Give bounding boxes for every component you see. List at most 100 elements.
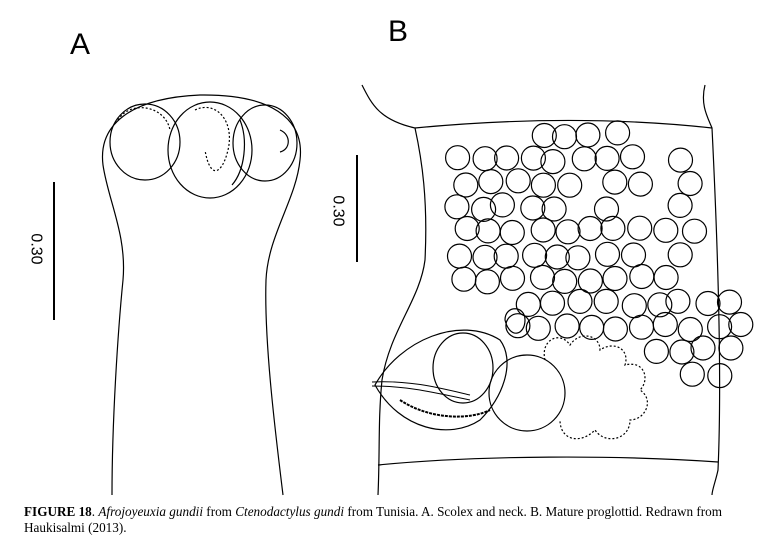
- testis: [499, 265, 526, 291]
- testis: [525, 315, 551, 341]
- scale-label-a: 0.30: [27, 233, 45, 265]
- testis: [681, 218, 708, 244]
- testis: [453, 172, 479, 198]
- testis: [515, 291, 541, 317]
- sucker-left: [109, 103, 181, 181]
- testis: [493, 243, 519, 269]
- testis: [446, 243, 473, 269]
- testis: [669, 339, 695, 365]
- testis: [530, 217, 556, 243]
- testis: [541, 196, 567, 222]
- caption-text: from: [203, 504, 236, 519]
- testis: [621, 293, 647, 319]
- figure-drawing: [53, 84, 754, 496]
- testis: [472, 244, 498, 270]
- testis: [620, 242, 647, 268]
- testis: [643, 338, 670, 364]
- testis: [667, 242, 693, 268]
- panel-label-a: A: [70, 28, 91, 61]
- testis: [679, 361, 705, 387]
- ovary: [543, 335, 648, 440]
- testis: [555, 219, 581, 245]
- species-name: Afrojoyeuxia gundii: [98, 504, 203, 519]
- sucker-center: [167, 101, 253, 199]
- testis: [690, 335, 716, 361]
- testis: [505, 168, 531, 194]
- testis: [472, 146, 498, 172]
- testis: [531, 122, 557, 149]
- testis: [454, 215, 480, 242]
- testis: [540, 149, 566, 175]
- testis: [474, 269, 500, 295]
- testis: [619, 144, 646, 170]
- testis: [444, 194, 470, 220]
- testis: [552, 268, 578, 294]
- testis: [565, 245, 591, 271]
- testis: [530, 172, 557, 198]
- seminal-receptacle: [488, 354, 566, 432]
- testis: [718, 335, 744, 361]
- proglottid-drawing: [361, 84, 754, 496]
- host-name: Ctenodactylus gundi: [235, 504, 345, 519]
- testis: [520, 195, 546, 221]
- testis: [554, 313, 580, 339]
- testes: [444, 120, 754, 389]
- cirrus-sac: [371, 329, 508, 431]
- testis: [647, 292, 673, 318]
- testis: [489, 192, 515, 218]
- testis: [667, 192, 693, 218]
- testis: [505, 313, 531, 339]
- testis: [653, 264, 679, 291]
- testis: [529, 264, 556, 290]
- testis: [445, 145, 471, 171]
- testis: [604, 120, 631, 146]
- testis: [667, 147, 694, 173]
- testis: [577, 268, 604, 294]
- testis: [707, 363, 733, 389]
- testis: [600, 215, 626, 241]
- figure-caption: FIGURE 18. Afrojoyeuxia gundii from Cten…: [24, 504, 769, 536]
- testis: [471, 196, 497, 222]
- testis: [520, 145, 547, 171]
- testis: [451, 266, 477, 292]
- testis: [677, 170, 703, 197]
- testis: [478, 169, 504, 195]
- testis: [557, 172, 583, 198]
- testis: [594, 145, 620, 171]
- figure-number: FIGURE 18: [24, 504, 92, 519]
- testis: [677, 316, 703, 343]
- sucker-right: [232, 104, 298, 182]
- testis: [539, 290, 566, 316]
- testis: [544, 244, 570, 270]
- testis: [602, 169, 628, 195]
- testis: [665, 288, 691, 314]
- testis: [627, 215, 653, 241]
- testis: [575, 122, 601, 148]
- testis: [716, 289, 743, 315]
- scale-label-b: 0.30: [329, 195, 347, 227]
- testis: [567, 288, 593, 314]
- testis: [571, 146, 597, 172]
- testis: [499, 219, 525, 246]
- testis: [594, 241, 621, 267]
- testis: [494, 145, 520, 171]
- panel-label-b: B: [388, 15, 409, 48]
- testis: [706, 314, 733, 340]
- testis: [475, 218, 501, 244]
- testis: [628, 314, 655, 340]
- testis: [602, 265, 628, 292]
- testis: [627, 171, 654, 197]
- caption-text: .: [91, 504, 99, 519]
- testis: [521, 242, 548, 268]
- testis: [695, 290, 721, 317]
- testis: [728, 311, 754, 338]
- scolex-drawing: [101, 94, 302, 496]
- testis: [629, 263, 655, 290]
- testis: [577, 215, 603, 242]
- testis: [652, 311, 678, 338]
- caption-text: from Tunisia. A. Scolex and neck. B. Mat…: [24, 504, 723, 535]
- testis: [653, 217, 679, 243]
- testis: [593, 288, 619, 314]
- testis: [602, 316, 629, 342]
- testis: [593, 196, 620, 222]
